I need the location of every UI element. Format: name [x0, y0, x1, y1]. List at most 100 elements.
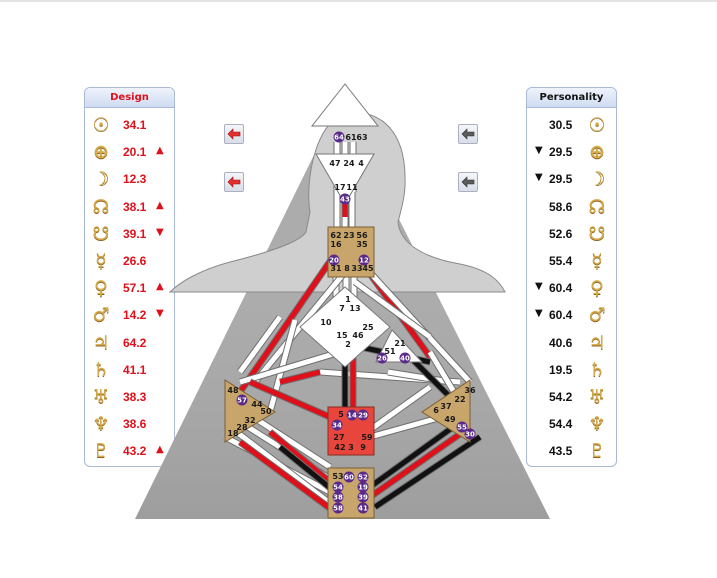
personality-panel: Personality ☉30.5⊕29.5▼☽29.5▼☊58.6☋52.6☿… [526, 87, 617, 467]
gate-badge [339, 193, 351, 205]
design-prev-button[interactable] [224, 124, 244, 144]
sun-icon: ☉ [92, 114, 110, 136]
neptune-icon: ♆ [588, 413, 606, 436]
personality-value: 52.6 [549, 226, 573, 241]
design-arrow: ▼ [156, 308, 164, 320]
personality-row: ☿55.4 [527, 248, 616, 274]
personality-row: ♂60.4▼ [527, 302, 616, 328]
gate-label: 53 [332, 472, 343, 481]
gate-badge [357, 491, 369, 503]
gate-badge-label: 30 [465, 430, 475, 438]
design-next-button[interactable] [224, 172, 244, 192]
gate-badge [346, 409, 358, 421]
uranus-icon: ♅ [92, 386, 110, 408]
gate-label: 36 [464, 386, 476, 395]
throat-center [327, 226, 375, 278]
gate-badge-label: 54 [333, 483, 343, 491]
g-center [299, 286, 391, 368]
design-row: ☽12.3 [85, 166, 174, 192]
gate-label: 33 [351, 264, 362, 273]
gate-badge-label: 60 [344, 473, 354, 481]
gate-badge [332, 491, 344, 503]
ajna-center [315, 153, 375, 205]
personality-row: ☊58.6 [527, 194, 616, 220]
channel [387, 369, 451, 385]
gate-label: 2 [345, 340, 351, 349]
channel [279, 369, 321, 385]
personality-value: 29.5 [549, 172, 573, 187]
mercury-icon: ☿ [591, 250, 603, 272]
venus-icon: ♀ [590, 277, 604, 300]
personality-row: ♇43.5 [527, 438, 616, 464]
gate-label: 46 [352, 331, 364, 340]
gate-label: 31 [330, 264, 342, 273]
gate-label: 27 [333, 433, 344, 442]
gate-label: 25 [362, 323, 374, 332]
gate-label: 51 [384, 347, 396, 356]
personality-row: ♆54.4 [527, 411, 616, 437]
personality-row: ♅54.2 [527, 384, 616, 410]
design-row: ♀57.1▲ [85, 275, 174, 301]
personality-value: 29.5 [549, 145, 573, 160]
channel [368, 419, 462, 490]
gate-badge [399, 352, 411, 364]
gate-badge [328, 254, 340, 266]
personality-arrow: ▼ [535, 145, 543, 157]
personality-value: 19.5 [549, 362, 573, 377]
mars-icon: ♂ [588, 304, 606, 327]
personality-row: ⊕ 29.5 ▼ [527, 139, 616, 165]
gate-label: 47 [329, 159, 340, 168]
channel [373, 434, 482, 510]
earth-icon: ⊕ [589, 141, 605, 164]
sun-icon: ☉ [588, 114, 606, 136]
channel [238, 439, 337, 515]
gate-badge-label: 20 [329, 256, 339, 264]
south-node-icon: ☋ [92, 222, 110, 245]
gate-label: 3 [348, 443, 354, 452]
head-center [310, 83, 380, 127]
gate-badge-label: 41 [358, 504, 368, 512]
design-row: ♆38.6 [85, 411, 174, 437]
personality-next-button[interactable] [458, 172, 478, 192]
gate-badge [357, 502, 369, 514]
design-arrow: ▲ [156, 145, 164, 157]
design-value: 64.2 [123, 335, 147, 350]
gate-label: 5 [338, 410, 344, 419]
moon-icon: ☽ [92, 168, 110, 191]
gate-badge-label: 38 [333, 493, 343, 501]
gate-badge [357, 409, 369, 421]
personality-prev-button[interactable] [458, 124, 478, 144]
gate-badge-label: 14 [347, 411, 357, 419]
gate-label: 35 [356, 240, 368, 249]
saturn-icon: ♄ [588, 358, 606, 381]
design-value: 38.3 [123, 390, 147, 404]
design-row: ♂14.2▼ [85, 302, 174, 328]
design-value: 39.1 [123, 226, 147, 241]
gate-badge [333, 131, 345, 143]
channel [368, 424, 472, 500]
gate-label: 56 [356, 231, 368, 240]
design-panel: Design ☉34.1⊕20.1▲☽12.3☊38.1▲☋39.1▼☿26.6… [84, 87, 175, 467]
design-row: ☉34.1 [85, 112, 174, 138]
personality-arrow: ▼ [535, 172, 543, 184]
design-row: ☋39.1▼ [85, 221, 174, 247]
design-arrow: ▲ [156, 199, 164, 211]
personality-value: 30.5 [549, 118, 573, 132]
personality-value: 58.6 [549, 199, 573, 214]
gate-badge [343, 471, 355, 483]
design-row: ♃64.2 [85, 330, 174, 356]
design-value: 38.6 [123, 417, 147, 432]
spleen-center [224, 379, 276, 443]
gate-badge-label: 29 [358, 411, 368, 419]
north-node-icon: ☊ [92, 195, 110, 218]
gate-label: 50 [260, 407, 272, 416]
gate-label: 7 [339, 304, 345, 313]
gate-label: 1 [345, 295, 351, 304]
channel [239, 349, 341, 385]
gate-badge-label: 40 [400, 354, 410, 362]
personality-row: ♀60.4▼ [527, 275, 616, 301]
gate-label: 17 [334, 183, 345, 192]
gate-label: 22 [454, 395, 465, 404]
jupiter-icon: ♃ [588, 331, 606, 354]
channel [237, 255, 336, 394]
